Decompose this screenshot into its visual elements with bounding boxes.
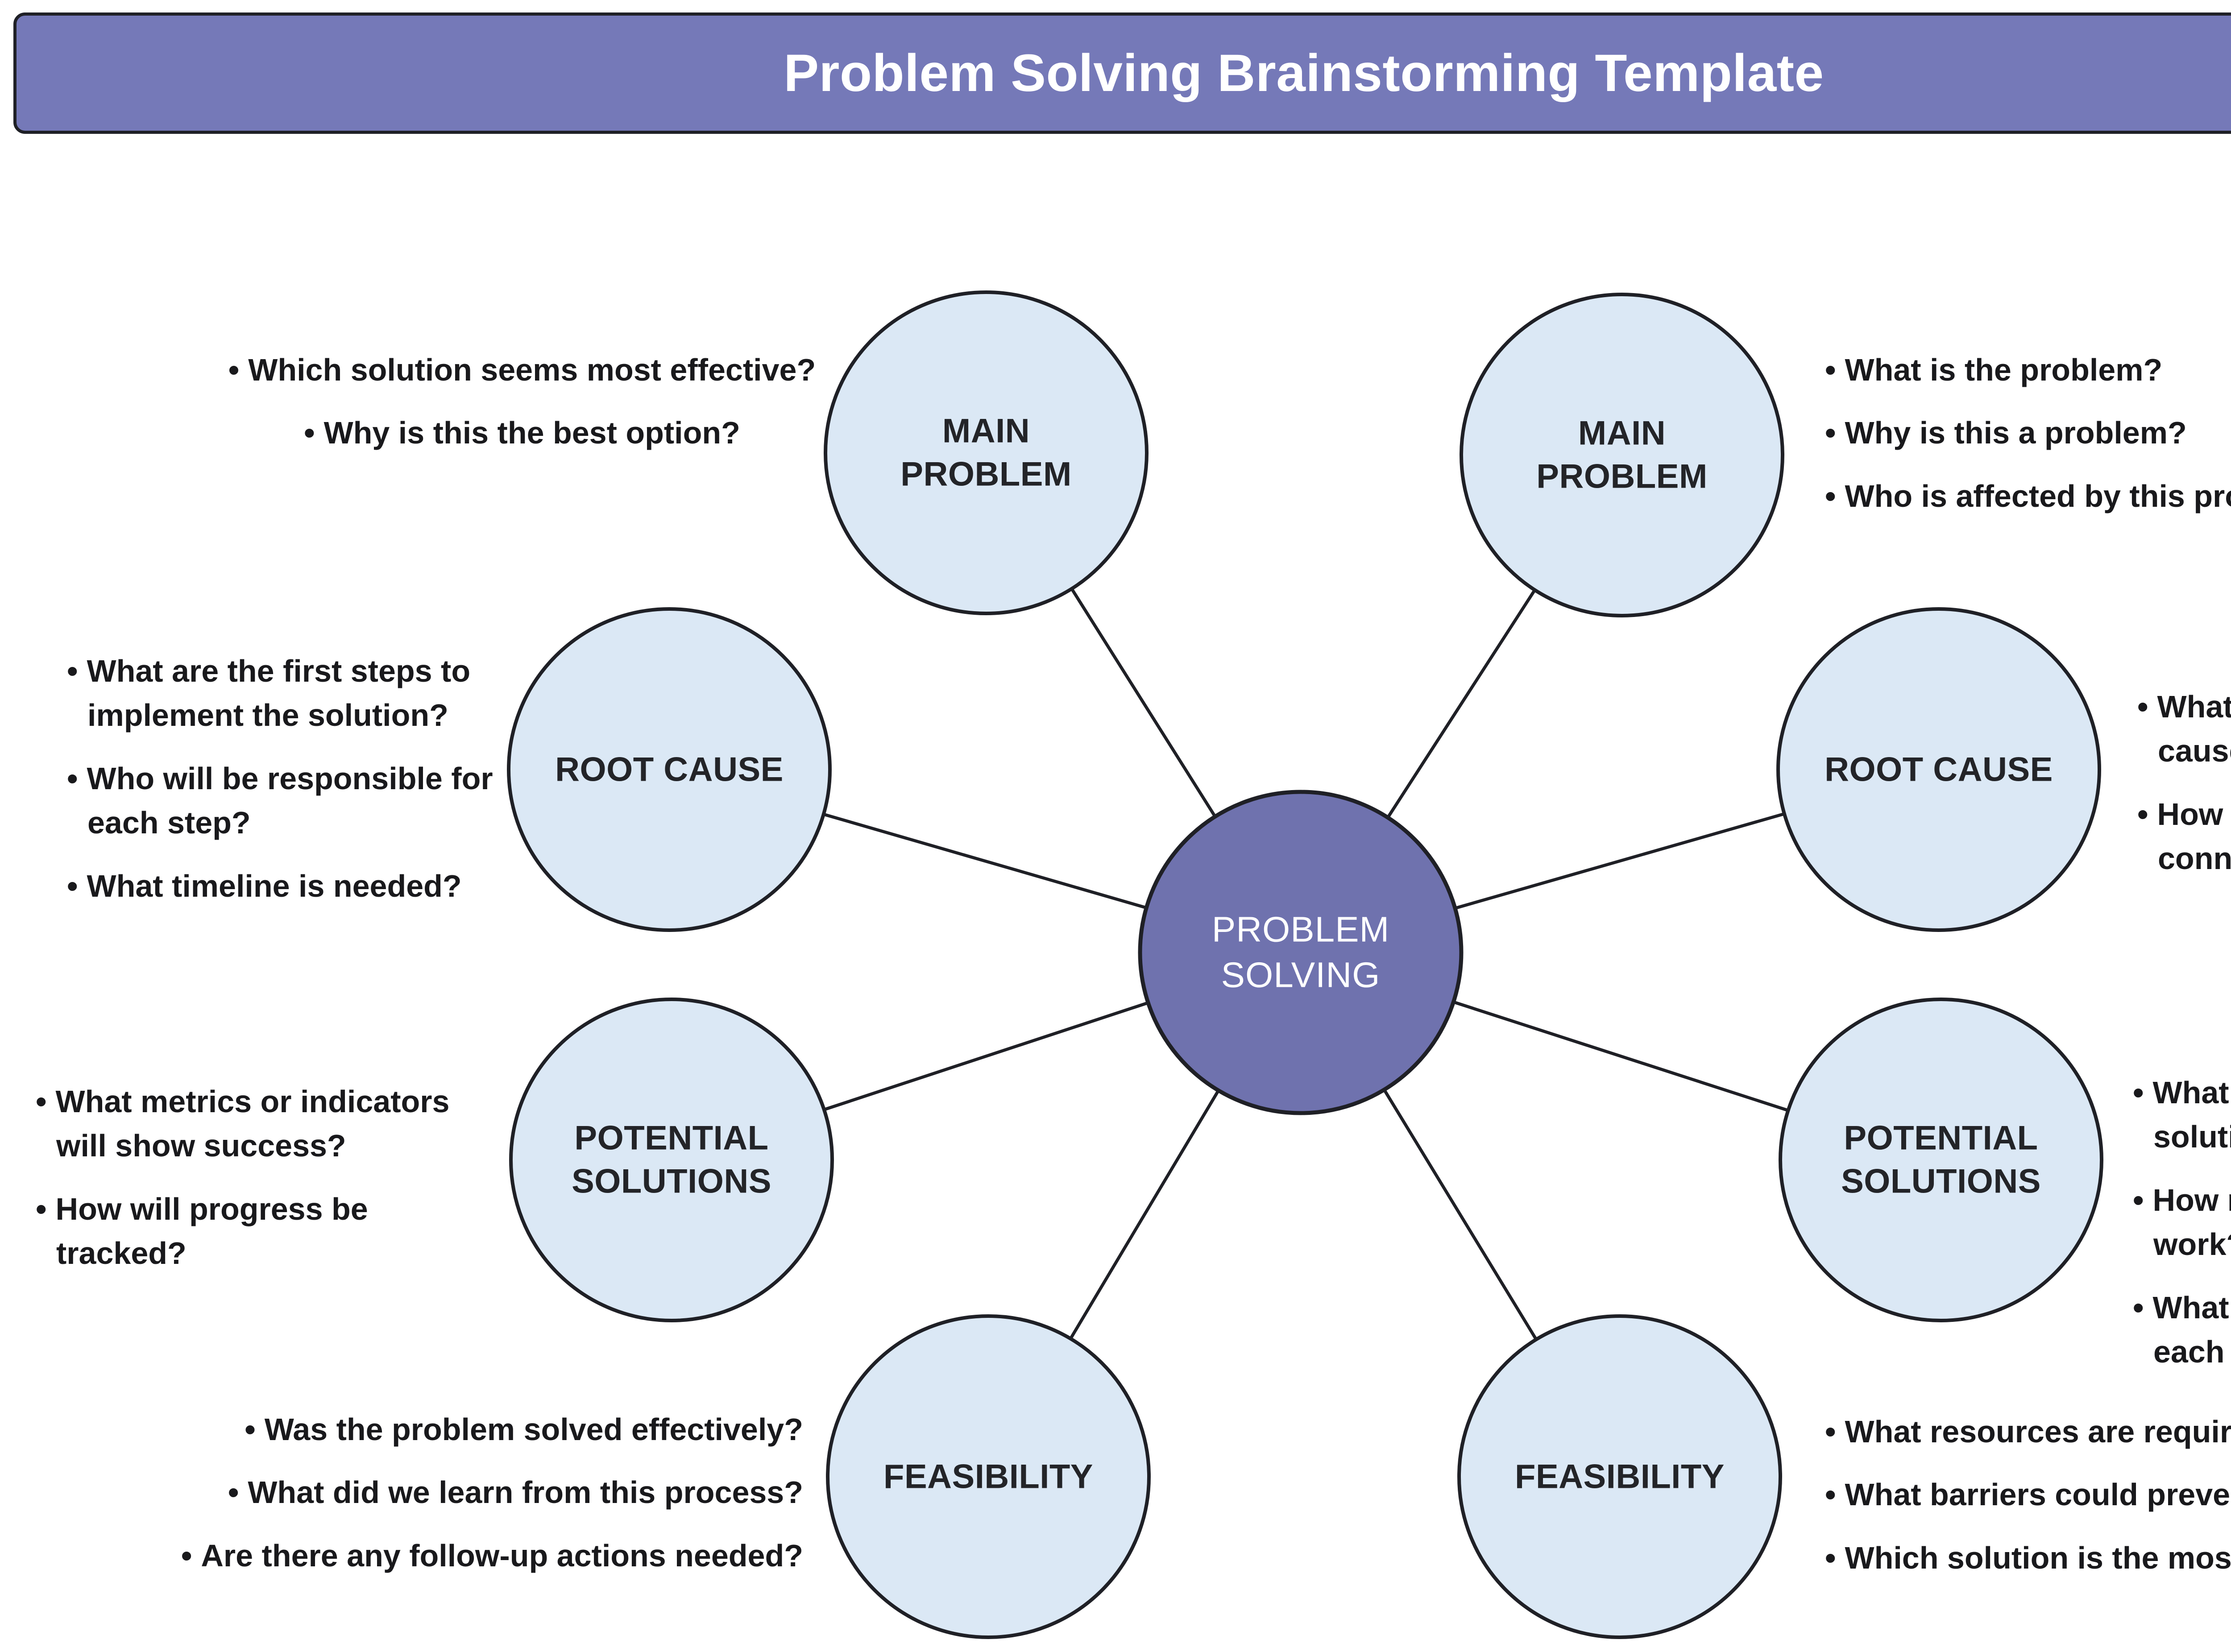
- connector-main-problem-left: [1069, 586, 1218, 819]
- node-circle-feasibility-right[interactable]: [1457, 1314, 1782, 1639]
- note-list: What are the possible causes of the prob…: [2137, 685, 2231, 881]
- node-circle-feasibility-left[interactable]: [826, 1314, 1151, 1639]
- note-bullet: Which solution is the most feasible?: [1825, 1536, 2231, 1580]
- note-bullet: Who is affected by this problem?: [1825, 474, 2231, 518]
- note-bullet: What metrics or indicators will show suc…: [36, 1080, 495, 1168]
- note-root-cause-left: What are the first steps to implement th…: [67, 649, 518, 908]
- node-circle-root-cause-left[interactable]: [507, 607, 832, 932]
- note-list: What is the problem? Why is this a proble…: [1825, 348, 2231, 518]
- note-main-problem-left: Which solution seems most effective? Why …: [223, 348, 821, 455]
- note-bullet: Which solution seems most effective?: [223, 348, 821, 392]
- note-bullet: What is the problem?: [1825, 348, 2231, 392]
- note-feasibility-right: What resources are required for each sol…: [1825, 1410, 2231, 1580]
- note-bullet: What are the possible causes of the prob…: [2137, 685, 2231, 774]
- note-list: What are the first steps to implement th…: [67, 649, 518, 908]
- connector-main-problem-right: [1385, 588, 1537, 820]
- note-main-problem-right: What is the problem? Why is this a proble…: [1825, 348, 2231, 518]
- note-bullet: What timeline is needed?: [67, 864, 518, 908]
- connector-lines: [821, 586, 1791, 1342]
- note-bullet: Are there any follow-up actions needed?: [178, 1534, 803, 1578]
- note-bullet: What barriers could prevent implementati…: [1825, 1473, 2231, 1517]
- note-bullet: What resources are required for each sol…: [1825, 1410, 2231, 1454]
- hub-circle-problem-solving[interactable]: [1138, 790, 1464, 1115]
- node-circle-main-problem-right[interactable]: [1460, 293, 1784, 617]
- note-bullet: How do these causes connect to the probl…: [2137, 792, 2231, 881]
- note-list: Which solution seems most effective? Why …: [223, 348, 821, 455]
- connector-feasibility-right: [1382, 1087, 1538, 1342]
- note-bullet: Was the problem solved effectively?: [178, 1408, 803, 1452]
- connector-feasibility-left: [1068, 1088, 1221, 1341]
- node-circle-potential-solutions-right[interactable]: [1779, 998, 2103, 1322]
- note-bullet: Why is this the best option?: [223, 411, 821, 455]
- note-list: What metrics or indicators will show suc…: [36, 1080, 495, 1276]
- node-circle-potential-solutions-left[interactable]: [509, 998, 834, 1322]
- note-bullet: What are the pros and cons of each solut…: [2133, 1286, 2231, 1375]
- note-list: Was the problem solved effectively? What …: [178, 1408, 803, 1578]
- page-title: Problem Solving Brainstorming Template: [784, 44, 1824, 103]
- note-root-cause-right: What are the possible causes of the prob…: [2137, 685, 2231, 881]
- node-circle-main-problem-left[interactable]: [824, 290, 1149, 615]
- note-list: What resources are required for each sol…: [1825, 1410, 2231, 1580]
- note-feasibility-left: Was the problem solved effectively? What …: [178, 1408, 803, 1578]
- connector-potential-solutions-right: [1451, 1000, 1791, 1113]
- note-bullet: Who will be responsible for each step?: [67, 757, 518, 845]
- note-bullet: What did we learn from this process?: [178, 1470, 803, 1515]
- connector-root-cause-right: [1453, 812, 1787, 911]
- note-potential-solutions-left: What metrics or indicators will show suc…: [36, 1080, 495, 1276]
- node-circle-root-cause-right[interactable]: [1776, 607, 2101, 932]
- note-bullet: How will progress be tracked?: [36, 1187, 495, 1276]
- note-bullet: Why is this a problem?: [1825, 411, 2231, 455]
- connector-root-cause-left: [821, 812, 1149, 910]
- note-bullet: What are the first steps to implement th…: [67, 649, 518, 738]
- header-bar: Problem Solving Brainstorming Template: [13, 12, 2231, 134]
- note-bullet: How might each solution work?: [2133, 1178, 2231, 1267]
- connector-potential-solutions-left: [821, 1001, 1151, 1112]
